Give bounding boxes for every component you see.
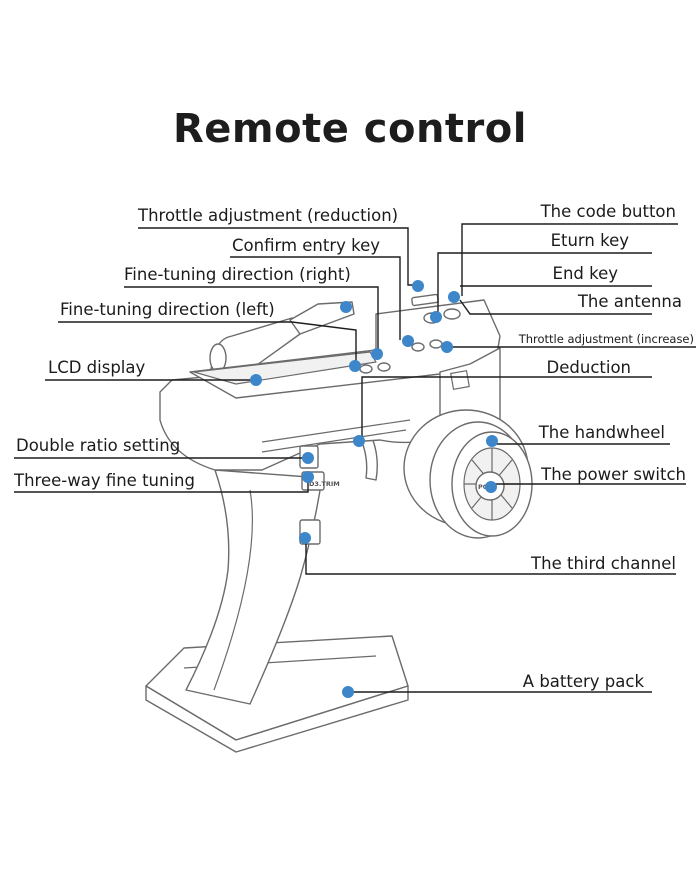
label-antenna: The antenna	[577, 292, 682, 311]
label-power-switch: The power switch	[540, 465, 686, 484]
dot-third-channel	[299, 532, 311, 544]
dot-deduction	[353, 435, 365, 447]
dot-fine-tune-left	[340, 301, 352, 313]
callout-dots	[250, 280, 498, 698]
leader-lines	[14, 223, 696, 693]
label-fine-tune-left: Fine-tuning direction (left)	[60, 300, 275, 319]
dot-return	[430, 311, 442, 323]
dot-double-ratio	[302, 452, 314, 464]
dot-battery	[342, 686, 354, 698]
label-throttle-increase: Throttle adjustment (increase)	[518, 332, 694, 346]
steering-wheel: POW	[403, 409, 533, 539]
label-throttle-reduction: Throttle adjustment (reduction)	[137, 206, 398, 225]
label-battery-pack: A battery pack	[523, 672, 645, 691]
label-deduction: Deduction	[547, 358, 631, 377]
label-return-key: Eturn key	[551, 231, 630, 250]
label-third-channel: The third channel	[530, 554, 676, 573]
page-title: Remote control	[173, 106, 527, 152]
leader-antenna	[459, 299, 652, 315]
leader-fine-tune-left	[58, 321, 357, 364]
dot-throttle-increase	[441, 341, 453, 353]
battery-base	[145, 635, 409, 741]
leader-deduction	[361, 376, 652, 440]
trim-label: D3.TRIM	[309, 480, 340, 488]
label-confirm-entry: Confirm entry key	[232, 236, 380, 255]
dot-fine-tune-right	[371, 348, 383, 360]
leader-return	[437, 252, 652, 316]
dot-power-switch	[485, 481, 497, 493]
leader-fine-tune-right	[124, 286, 379, 352]
grip	[185, 469, 323, 705]
label-lcd-display: LCD display	[48, 358, 145, 377]
dot-fine-tune-left-button	[349, 360, 361, 372]
labels: Throttle adjustment (reduction) Confirm …	[13, 202, 694, 691]
label-double-ratio: Double ratio setting	[16, 436, 180, 455]
leader-throttle-reduction	[138, 227, 416, 286]
remote-control-illustration: D3.TRIM POW	[145, 293, 533, 753]
dot-code-button	[448, 291, 460, 303]
leader-code-button	[461, 223, 678, 296]
leader-third-channel	[305, 538, 676, 575]
dot-handwheel	[486, 435, 498, 447]
dot-confirm-entry	[402, 335, 414, 347]
label-handwheel: The handwheel	[538, 423, 665, 442]
dot-lcd	[250, 374, 262, 386]
leader-confirm-entry	[230, 256, 401, 340]
dot-three-way	[302, 471, 314, 483]
label-three-way-trim: Three-way fine tuning	[13, 471, 195, 490]
label-end-key: End key	[553, 264, 619, 283]
label-code-button: The code button	[540, 202, 676, 221]
dot-throttle-reduction	[412, 280, 424, 292]
label-fine-tune-right: Fine-tuning direction (right)	[124, 265, 351, 284]
